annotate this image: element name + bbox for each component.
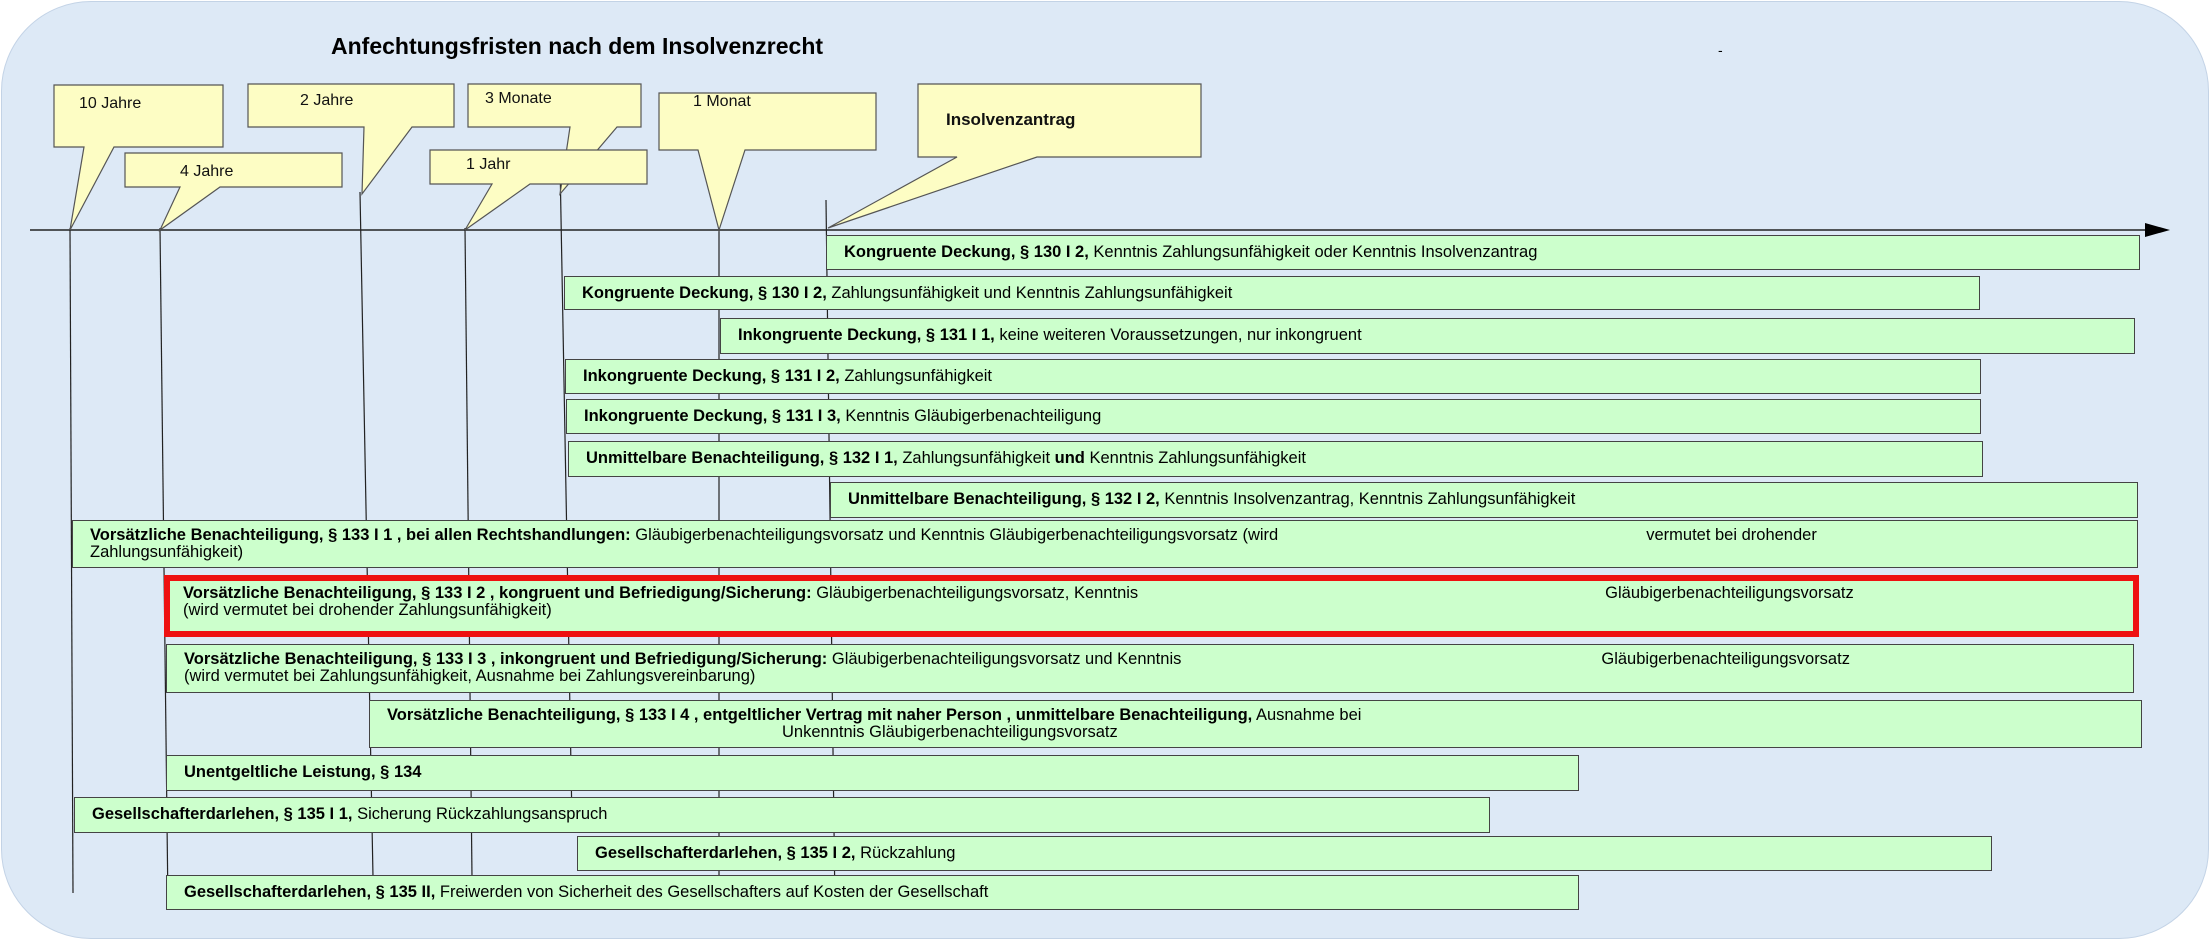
bar-title: Kongruente Deckung, § 130 I 2, [582, 284, 827, 302]
bar-text: Kenntnis Gläubigerbenachteiligung [840, 407, 1102, 425]
callout-label-3-monate: 3 Monate [485, 90, 552, 107]
bar-135-ii: Gesellschafterdarlehen, § 135 II, Freiwe… [166, 875, 1579, 910]
bar-text: Gläubigerbenachteiligungsvorsatz, Kenntn… [811, 584, 1139, 602]
bar-text-tail: Kenntnis Zahlungsunfähigkeit [1084, 449, 1306, 467]
bar-title: Vorsätzliche Benachteiligung, § 133 I 2 … [183, 584, 812, 602]
bar-132-i-2: Unmittelbare Benachteiligung, § 132 I 2,… [830, 482, 2138, 518]
bar-text-line2: Zahlungsunfähigkeit) [90, 543, 244, 561]
timeline-10-jahre [69, 227, 74, 894]
callout-label-10-jahre: 10 Jahre [79, 95, 142, 112]
bar-title: Gesellschafterdarlehen, § 135 I 2, [595, 844, 856, 862]
bar-text: Zahlungsunfähigkeit [897, 449, 1055, 467]
bar-135-i-2: Gesellschafterdarlehen, § 135 I 2, Rückz… [577, 836, 1992, 871]
callout-insolvenzantrag-shape [827, 83, 1202, 229]
bar-text: Kenntnis Insolvenzantrag, Kenntnis Zahlu… [1159, 490, 1576, 508]
callout-2-jahre-shape [247, 83, 455, 196]
bar-text-tail: Gläubigerbenachteiligungsvorsatz [1605, 584, 1854, 602]
bar-text: Freiwerden von Sicherheit des Gesellscha… [435, 883, 989, 901]
bar-133-i-4: Vorsätzliche Benachteiligung, § 133 I 4 … [369, 700, 2142, 748]
bar-title: Inkongruente Deckung, § 131 I 2, [583, 367, 840, 385]
callout-label-insolvenzantrag: Insolvenzantrag [946, 110, 1076, 129]
bar-title: Unmittelbare Benachteiligung, § 132 I 2, [848, 490, 1160, 508]
bar-text: Gläubigerbenachteiligungsvorsatz und Ken… [630, 526, 1279, 544]
bar-132-i-1: Unmittelbare Benachteiligung, § 132 I 1,… [568, 441, 1983, 477]
bar-text: Kenntnis Zahlungsunfähigkeit oder Kenntn… [1088, 243, 1538, 261]
bar-text-tail: Gläubigerbenachteiligungsvorsatz [1601, 650, 1850, 668]
bar-text-line2: (wird vermutet bei drohender Zahlungsunf… [183, 601, 552, 619]
bar-text: Rückzahlung [855, 844, 956, 862]
callout-1-monat-shape [658, 92, 877, 233]
bar-text: keine weiteren Voraussetzungen, nur inko… [994, 326, 1362, 344]
bar-title: Inkongruente Deckung, § 131 I 3, [584, 407, 841, 425]
bar-title: Unmittelbare Benachteiligung, § 132 I 1, [586, 449, 898, 467]
bar-133-i-3: Vorsätzliche Benachteiligung, § 133 I 3 … [166, 644, 2134, 693]
bar-text-tail: vermutet bei drohender [1646, 526, 1817, 544]
bar-text: Ausnahme bei [1252, 706, 1362, 724]
bar-131-i-3: Inkongruente Deckung, § 131 I 3, Kenntni… [566, 399, 1981, 434]
bar-131-i-2: Inkongruente Deckung, § 131 I 2, Zahlung… [565, 359, 1981, 394]
callout-4-jahre-shape [124, 152, 343, 232]
callout-label-1-monat: 1 Monat [693, 93, 751, 110]
bar-133-i-1: Vorsätzliche Benachteiligung, § 133 I 1 … [72, 520, 2138, 568]
bar-title: Kongruente Deckung, § 130 I 2, [844, 243, 1089, 261]
bar-135-i-1: Gesellschafterdarlehen, § 135 I 1, Siche… [74, 797, 1490, 833]
bar-133-i-2-highlighted: Vorsätzliche Benachteiligung, § 133 I 2 … [164, 575, 2139, 637]
callout-1-jahr-shape [429, 149, 648, 231]
bar-title: Inkongruente Deckung, § 131 I 1, [738, 326, 995, 344]
bar-text: Sicherung Rückzahlungsanspruch [352, 805, 608, 823]
bar-title: Vorsätzliche Benachteiligung, § 133 I 1 … [90, 526, 631, 544]
bar-text: Zahlungsunfähigkeit und Kenntnis Zahlung… [826, 284, 1233, 302]
bar-130-i-2-zahlungsunfaehigkeit: Kongruente Deckung, § 130 I 2, Zahlungsu… [564, 276, 1980, 310]
diagram-title: Anfechtungsfristen nach dem Insolvenzrec… [331, 33, 824, 59]
callout-label-1-jahr: 1 Jahr [466, 156, 511, 173]
bar-130-i-2-kenntnis-insolvenzantrag: Kongruente Deckung, § 130 I 2, Kenntnis … [826, 235, 2140, 270]
callout-label-4-jahre: 4 Jahre [180, 163, 234, 180]
bar-text-line2: Unkenntnis Gläubigerbenachteiligungsvors… [782, 723, 1118, 741]
bar-title: Vorsätzliche Benachteiligung, § 133 I 4 … [387, 706, 1253, 724]
bar-title-connector: und [1054, 449, 1085, 467]
bar-134: Unentgeltliche Leistung, § 134 [166, 755, 1579, 791]
bar-title: Vorsätzliche Benachteiligung, § 133 I 3 … [184, 650, 828, 668]
callout-label-2-jahre: 2 Jahre [300, 92, 354, 109]
bar-131-i-1: Inkongruente Deckung, § 131 I 1, keine w… [720, 318, 2135, 354]
axis-arrowhead [2145, 223, 2170, 237]
bar-text: Gläubigerbenachteiligungsvorsatz und Ken… [827, 650, 1182, 668]
bar-text-line2: (wird vermutet bei Zahlungsunfähigkeit, … [184, 667, 756, 685]
bar-title: Unentgeltliche Leistung, § 134 [184, 763, 422, 781]
bar-title: Gesellschafterdarlehen, § 135 II, [184, 883, 436, 901]
callout-10-jahre-shape [53, 84, 224, 231]
stray-dash: - [1718, 42, 1723, 58]
bar-text: Zahlungsunfähigkeit [839, 367, 993, 385]
bar-title: Gesellschafterdarlehen, § 135 I 1, [92, 805, 353, 823]
